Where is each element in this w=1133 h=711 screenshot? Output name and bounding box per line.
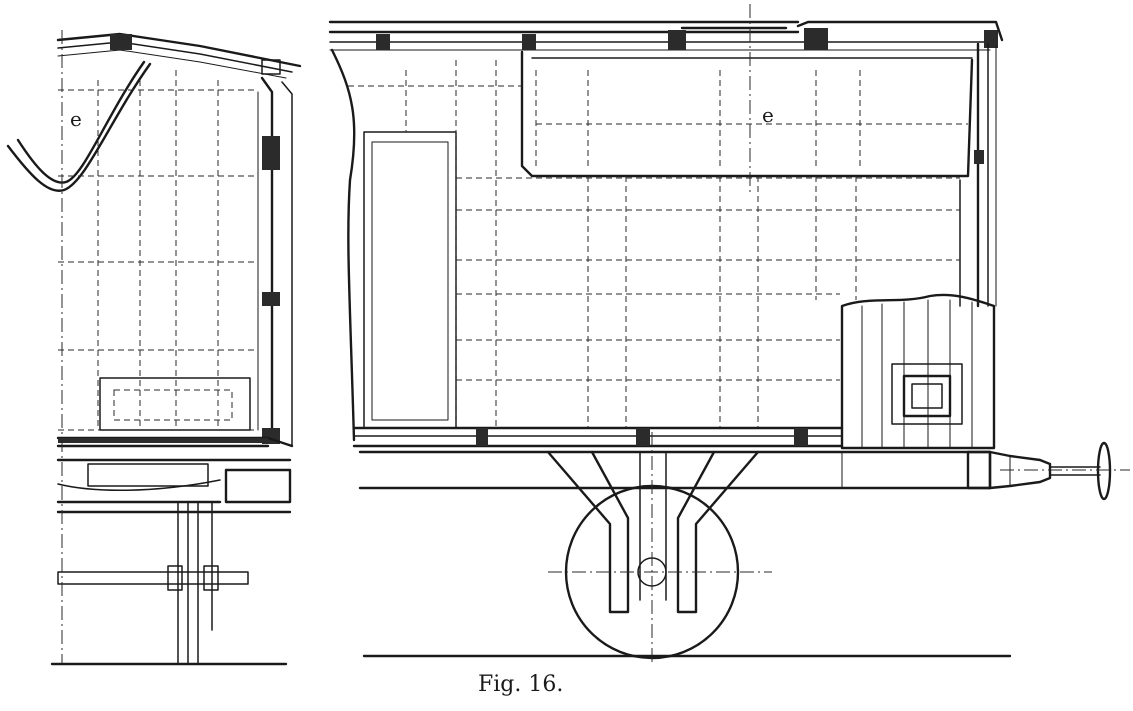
right-stove <box>840 293 996 450</box>
left-bench <box>99 377 251 431</box>
right-view: e <box>328 4 1130 664</box>
right-door <box>363 131 457 429</box>
left-underframe <box>56 436 294 514</box>
right-floor <box>352 426 844 448</box>
left-roof <box>56 32 302 79</box>
right-luggage-rack <box>520 50 974 178</box>
right-view-label: e <box>762 103 774 127</box>
left-side-wall <box>257 76 293 447</box>
left-view: e <box>6 30 302 666</box>
left-panel-grid <box>58 70 258 431</box>
left-axle-wheel <box>57 501 249 665</box>
right-axle-guard <box>546 450 760 614</box>
right-roof <box>328 20 1004 51</box>
right-side-wall <box>959 42 997 308</box>
right-buffer <box>988 441 1112 501</box>
right-end-wall <box>330 48 356 442</box>
figure-caption: Fig. 16. <box>478 672 564 697</box>
right-panel-grid <box>348 60 960 428</box>
left-vent-pipe <box>6 62 152 192</box>
right-underframe <box>358 450 992 490</box>
left-view-label: e <box>70 107 82 131</box>
